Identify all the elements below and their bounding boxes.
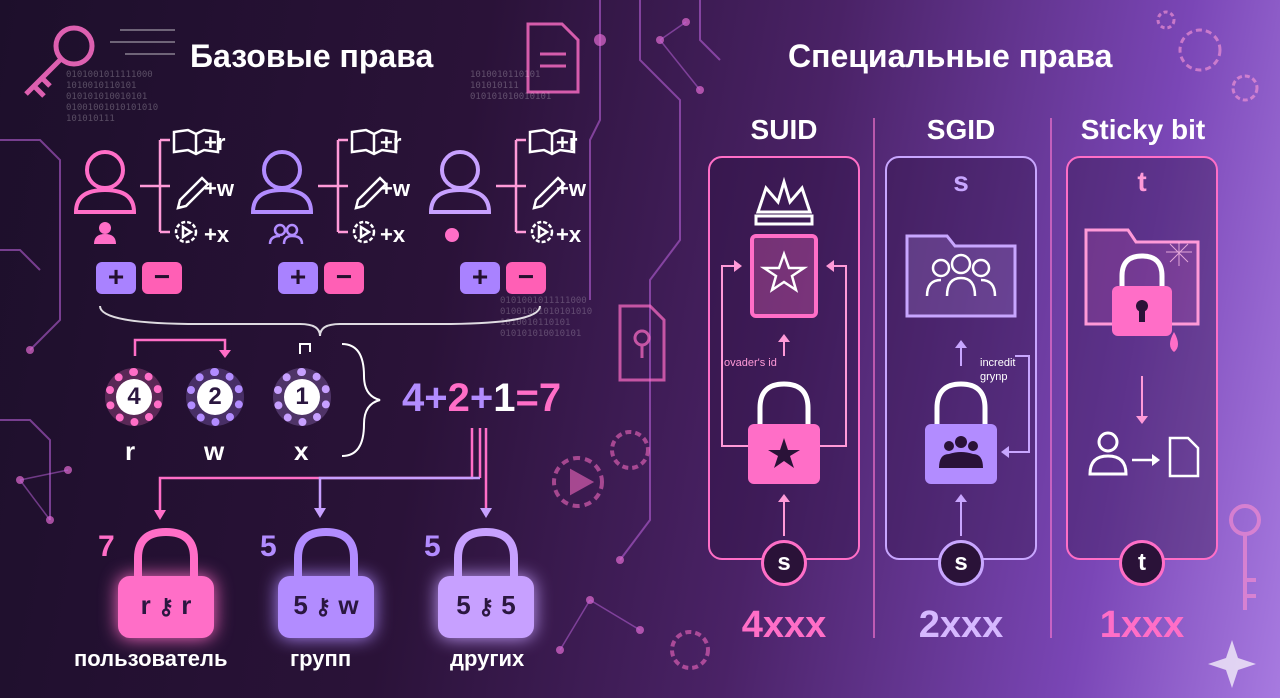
lock-number-others: 5 xyxy=(424,530,441,563)
lock-number-user: 7 xyxy=(98,530,115,563)
sgid-graphic xyxy=(905,234,1030,536)
perm-read: +r xyxy=(380,130,402,155)
brace-connectors xyxy=(99,305,541,520)
lock-label-others: других xyxy=(450,646,525,671)
perm-execute: +x xyxy=(204,222,230,247)
others-lock: 5 ⚷ 5 xyxy=(438,576,534,638)
user-permission-trees xyxy=(73,128,576,245)
basic-permissions-title: Базовые права xyxy=(190,38,434,74)
remove-permission-button[interactable]: − xyxy=(142,262,182,294)
suid-heading: SUID xyxy=(750,114,818,145)
sgid-heading: SGID xyxy=(926,114,996,145)
perm-execute: +x xyxy=(556,222,582,247)
suid-octal-code: 4xxx xyxy=(741,604,827,646)
user-lock: r ⚷ r xyxy=(118,576,214,638)
add-permission-button[interactable]: + xyxy=(460,262,500,294)
lock-shackles xyxy=(134,527,518,578)
gear-value-write: 2 xyxy=(197,379,233,415)
perm-read: +r xyxy=(556,130,578,155)
sticky-top-symbol: t xyxy=(1137,166,1147,197)
sgid-octal-code: 2xxx xyxy=(918,604,1004,646)
sticky-graphic xyxy=(1084,228,1200,478)
group-lock: 5 ⚷ w xyxy=(278,576,374,638)
lock-label-group: групп xyxy=(290,646,352,671)
sticky-card xyxy=(1066,156,1218,560)
lock-number-group: 5 xyxy=(260,530,277,563)
permission-sum: 4+2+1=7 xyxy=(402,376,562,420)
remove-permission-button[interactable]: − xyxy=(506,262,546,294)
column-divider xyxy=(1050,118,1052,638)
sticky-symbol: t xyxy=(1119,540,1165,586)
suid-graphic xyxy=(721,176,847,536)
suid-note: ovader's id xyxy=(724,357,777,369)
remove-permission-button[interactable]: − xyxy=(324,262,364,294)
suid-symbol: s xyxy=(761,540,807,586)
sticky-heading: Sticky bit xyxy=(1080,114,1206,145)
perm-execute: +x xyxy=(380,222,406,247)
perm-write: +w xyxy=(204,176,234,201)
perm-write: +w xyxy=(380,176,410,201)
column-divider xyxy=(873,118,875,638)
sgid-top-symbol: s xyxy=(953,166,969,197)
sgid-note: incredit grynp xyxy=(980,357,1016,383)
sticky-octal-code: 1xxx xyxy=(1099,604,1185,646)
perm-write: +w xyxy=(556,176,586,201)
lock-label-user: пользователь xyxy=(74,646,228,671)
gear-label-execute: x xyxy=(294,436,309,466)
gear-label-write: w xyxy=(204,436,225,466)
sgid-symbol: s xyxy=(938,540,984,586)
add-permission-button[interactable]: + xyxy=(278,262,318,294)
gear-value-execute: 1 xyxy=(284,379,320,415)
add-permission-button[interactable]: + xyxy=(96,262,136,294)
gear-label-read: r xyxy=(125,436,136,466)
special-permissions-title: Специальные права xyxy=(788,38,1113,74)
gear-value-read: 4 xyxy=(116,379,152,415)
perm-read: +r xyxy=(204,130,226,155)
